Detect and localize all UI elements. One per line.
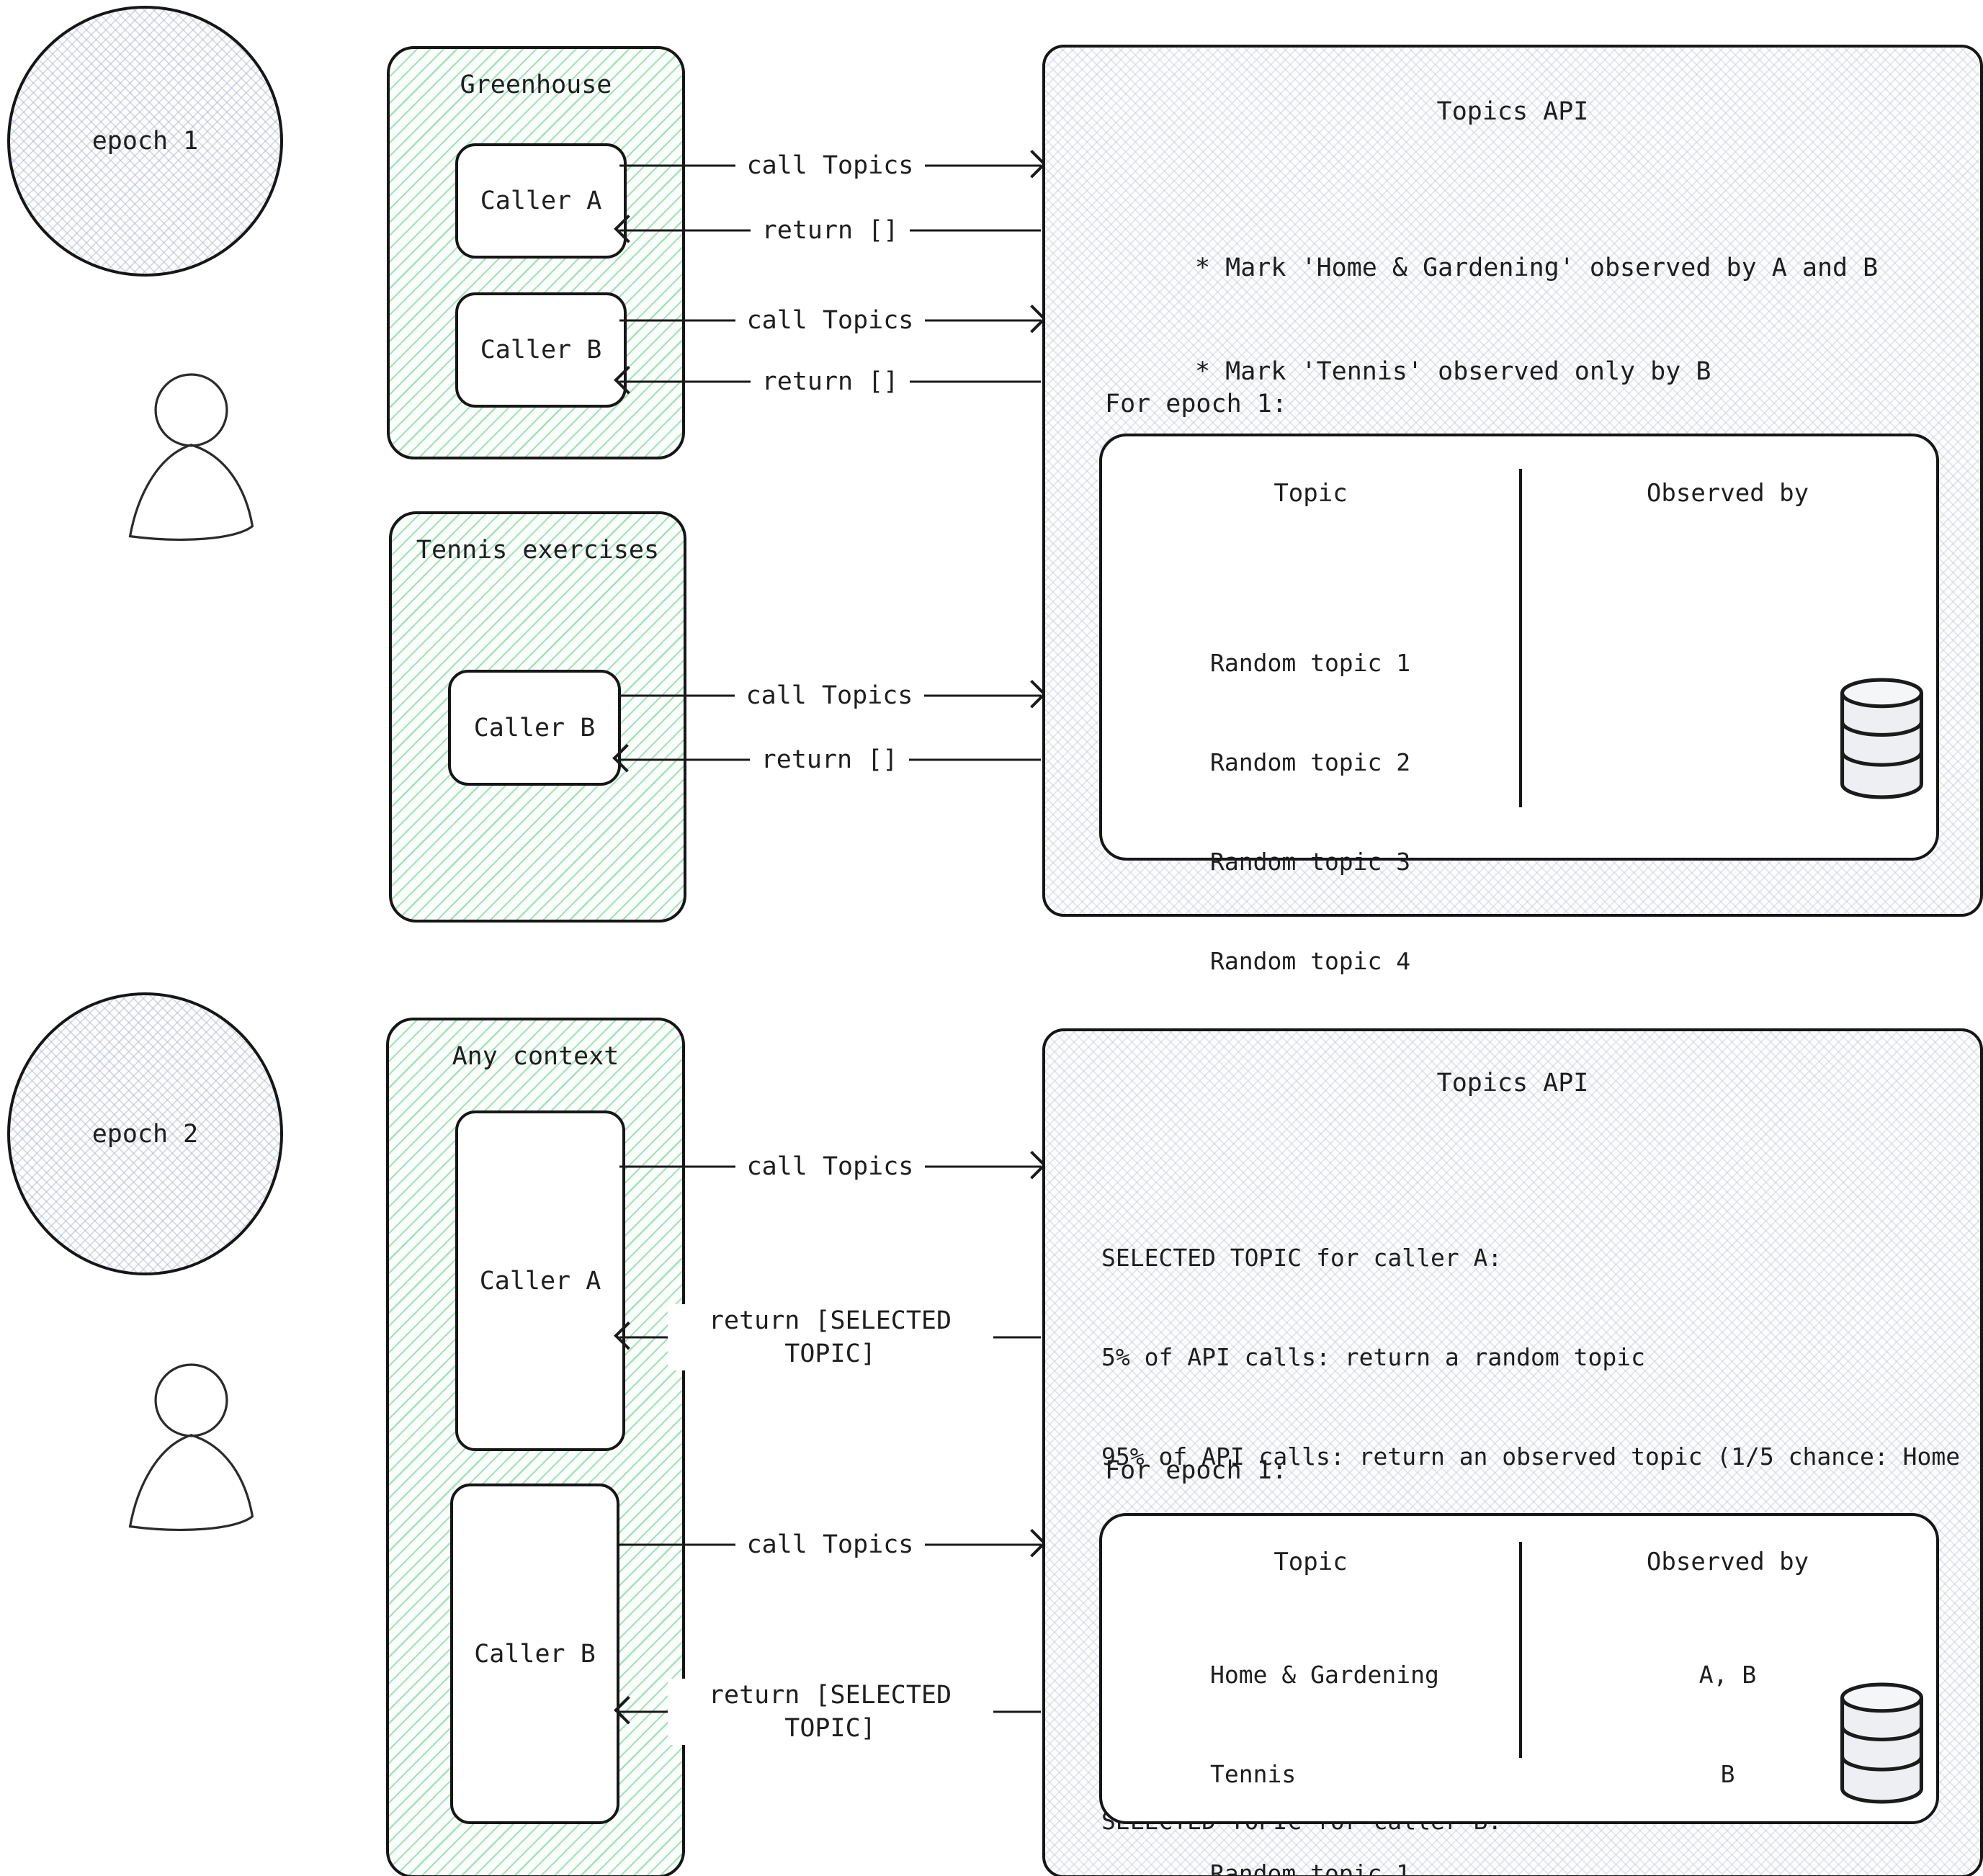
topics-api-box-epoch2: Topics API SELECTED TOPIC for caller A: … [1042, 1028, 1983, 1876]
table-topic-column: Home & Gardening Tennis Random topic 1 R… [1210, 1592, 1439, 1876]
caller-b-label: Caller B [474, 1639, 596, 1669]
arrowhead-left-icon [614, 1321, 643, 1350]
arrow-call-topics-tennis-label: call Topics [734, 679, 925, 712]
arrow-return-selected-topic-a-label: return [SELECTED TOPIC] [667, 1304, 993, 1370]
epoch-2-label: epoch 2 [91, 1119, 199, 1149]
table-row-topic: Random topic 2 [1210, 748, 1411, 776]
topics-api-notes: * Mark 'Home & Gardening' observed by A … [1195, 181, 1878, 458]
arrow-call-topics-a-epoch2: call Topics [618, 1132, 1047, 1201]
table-row-topic: Random topic 1 [1210, 649, 1411, 677]
arrowhead-left-icon [614, 1695, 643, 1725]
table-header-observed-by: Observed by [1646, 1548, 1809, 1576]
arrow-call-topics-b-epoch1-label: call Topics [735, 304, 926, 337]
table-row-topic: Tennis [1210, 1760, 1297, 1788]
rule-line: 5% of API calls: return a random topic [1101, 1343, 1645, 1371]
table-row-observed [1519, 945, 1936, 978]
caller-a-label: Caller A [479, 1266, 601, 1296]
epoch-2-circle: epoch 2 [7, 992, 283, 1275]
arrow-call-topics-tennis: call Topics [617, 661, 1047, 730]
caller-a-box-epoch1: Caller A [455, 143, 627, 259]
caller-a-label: Caller A [480, 187, 602, 215]
table-row-topic: Random topic 1 [1210, 1859, 1411, 1876]
topics-table-epoch1: Topic Observed by Random topic 1 Random … [1099, 434, 1939, 1074]
note-mark-tennis: * Mark 'Tennis' observed only by B [1195, 357, 1711, 386]
epoch-1-label: epoch 1 [91, 127, 199, 156]
caller-a-box-epoch2: Caller A [455, 1110, 625, 1451]
caller-b-tennis-box: Caller B [448, 670, 621, 786]
database-icon [1840, 1682, 1923, 1804]
table-header-topic: Topic [1273, 1548, 1348, 1576]
arrow-return-b-epoch1-label: return [] [750, 365, 910, 398]
table-observed-column: A, B B [1519, 1592, 1936, 1876]
table-row-topic: Home & Gardening [1210, 1661, 1439, 1689]
arrow-call-topics-a-epoch1-label: call Topics [735, 149, 926, 182]
topics-api-title-epoch1: Topics API [1436, 97, 1589, 126]
table-header-topic: Topic [1273, 479, 1348, 508]
arrow-return-selected-topic-b-label: return [SELECTED TOPIC] [667, 1679, 993, 1745]
table-row-observed: A, B [1698, 1661, 1757, 1689]
tennis-title: Tennis exercises [416, 536, 660, 565]
caller-b-box-epoch2: Caller B [450, 1484, 619, 1824]
person-icon [128, 1363, 254, 1531]
topics-table-epoch2: Topic Observed by Home & Gardening Tenni… [1099, 1513, 1939, 1876]
note-mark-home-gardening: * Mark 'Home & Gardening' observed by A … [1195, 253, 1879, 282]
epoch-1-circle: epoch 1 [7, 6, 283, 277]
arrow-return-b-epoch1: return [] [614, 347, 1042, 416]
caller-b-label: Caller B [480, 336, 602, 364]
arrow-call-topics-b-epoch1: call Topics [618, 286, 1047, 355]
arrow-call-topics-b-epoch2: call Topics [618, 1510, 1047, 1579]
table-row-observed [1519, 845, 1936, 879]
table-row-topic: Random topic 4 [1210, 947, 1411, 975]
arrowhead-left-icon [614, 214, 643, 243]
greenhouse-title: Greenhouse [460, 71, 612, 99]
for-epoch-label-epoch1: For epoch 1: [1105, 390, 1287, 418]
arrow-call-topics-a-epoch1: call Topics [618, 131, 1047, 200]
arrow-call-topics-a-epoch2-label: call Topics [735, 1150, 926, 1183]
caller-b-tennis-label: Caller B [473, 713, 596, 742]
arrow-return-tennis: return [] [612, 725, 1042, 794]
rule-line: SELECTED TOPIC for caller A: [1101, 1244, 1503, 1272]
arrow-return-selected-topic-b: return [SELECTED TOPIC] [614, 1658, 1042, 1766]
topics-api-title-epoch2: Topics API [1436, 1069, 1589, 1098]
arrow-call-topics-b-epoch2-label: call Topics [735, 1528, 926, 1561]
caller-b-box-epoch1: Caller B [455, 292, 627, 408]
person-icon [128, 373, 254, 541]
any-context-title: Any context [452, 1042, 619, 1071]
for-epoch-label-epoch2: For epoch 1: [1105, 1456, 1287, 1485]
table-row-observed: B [1720, 1760, 1735, 1788]
table-topic-column: Random topic 1 Random topic 2 Random top… [1210, 580, 1410, 1144]
table-row-topic: Random topic 3 [1210, 848, 1411, 876]
table-column-divider [1519, 469, 1522, 807]
arrowhead-left-icon [612, 743, 641, 773]
table-header-observed-by: Observed by [1646, 479, 1809, 508]
topics-api-box-epoch1: Topics API * Mark 'Home & Gardening' obs… [1042, 45, 1983, 1074]
rule-line: 95% of API calls: return an observed top… [1101, 1442, 1961, 1471]
arrowhead-left-icon [614, 365, 643, 395]
arrow-return-selected-topic-a: return [SELECTED TOPIC] [614, 1283, 1042, 1391]
arrow-return-tennis-label: return [] [749, 743, 910, 776]
arrow-return-a-epoch1-label: return [] [750, 214, 910, 247]
arrow-return-a-epoch1: return [] [614, 196, 1042, 265]
table-row-observed [1519, 1857, 1936, 1876]
database-icon [1840, 678, 1923, 799]
table-column-divider [1519, 1542, 1522, 1758]
